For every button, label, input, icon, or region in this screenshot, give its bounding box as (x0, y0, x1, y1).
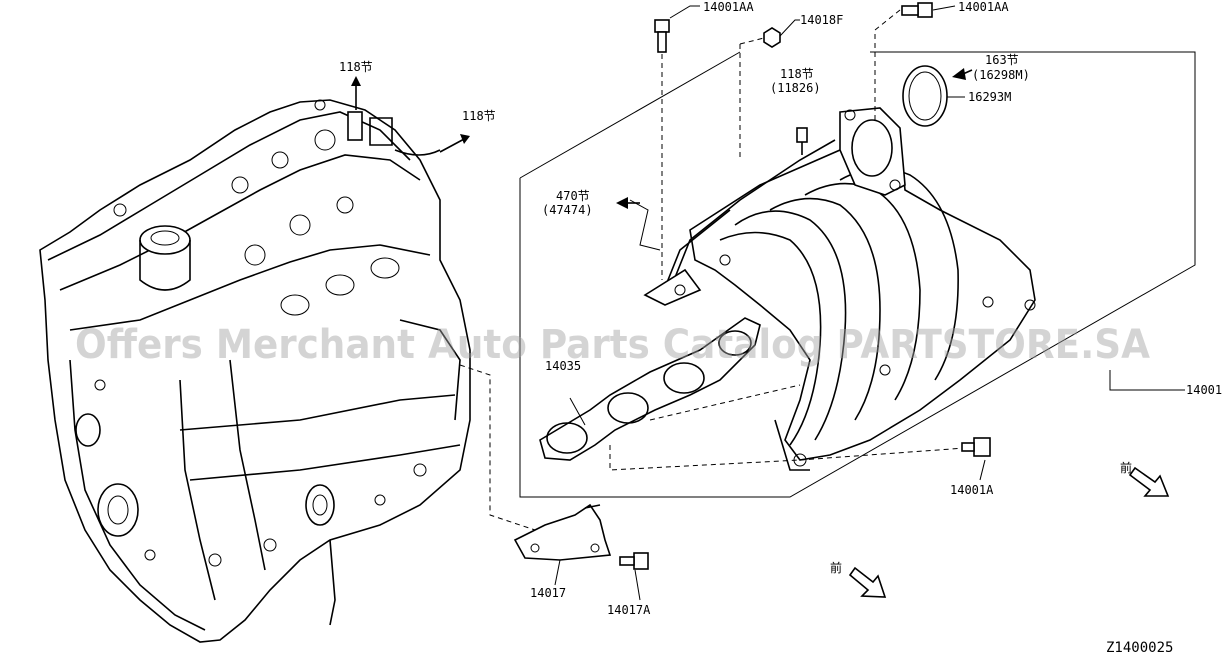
intake-manifold-drawing (643, 107, 1036, 471)
label-front-right: 前 (1120, 460, 1132, 475)
manifold-frame (519, 51, 1196, 498)
leader-lines (554, 5, 1185, 601)
bolt-14001AA-top (654, 19, 670, 280)
label-section-163: 163节 (985, 53, 1019, 67)
sensor-118-manifold (796, 127, 808, 155)
label-section-118-manifold: 118节 (780, 67, 814, 81)
gasket-16293M (902, 65, 948, 127)
label-14035: 14035 (545, 359, 581, 373)
label-16298M: (16298M) (972, 68, 1030, 82)
bracket-14017 (513, 503, 612, 561)
engine-block-drawing (39, 99, 471, 643)
label-front-bottom: 前 (830, 560, 842, 575)
label-11826: (11826) (770, 81, 821, 95)
gasket-leaders (609, 384, 966, 471)
diagram-code: Z1400025 (1106, 640, 1173, 656)
bolt-14001A (961, 437, 991, 457)
label-section-118-top: 118节 (339, 60, 373, 74)
label-14018F: 14018F (800, 13, 843, 27)
label-14001A: 14001A (950, 483, 994, 497)
gasket-14035-drawing (539, 317, 761, 461)
reference-arrows (616, 68, 973, 209)
nut-14018F (739, 27, 781, 160)
label-14017: 14017 (530, 586, 566, 600)
label-14001AA-right: 14001AA (958, 0, 1009, 14)
label-14001AA-top: 14001AA (703, 0, 754, 14)
label-16293M: 16293M (968, 90, 1011, 104)
bolt-14017A (619, 552, 649, 570)
label-section-118-right: 118节 (462, 109, 496, 123)
engine-bracket-leader (459, 364, 536, 531)
label-section-470: 470节 (556, 189, 590, 203)
label-47474: (47474) (542, 203, 593, 217)
watermark-text: Offers Merchant Auto Parts Catalog PARTS… (75, 322, 1150, 368)
front-arrow-bottom (848, 566, 887, 598)
label-14001: 14001 (1186, 383, 1222, 397)
bolt-14001AA-right (874, 2, 933, 120)
label-14017A: 14017A (607, 603, 651, 617)
front-arrow-right (1128, 466, 1170, 497)
engine-arrows (351, 76, 470, 153)
